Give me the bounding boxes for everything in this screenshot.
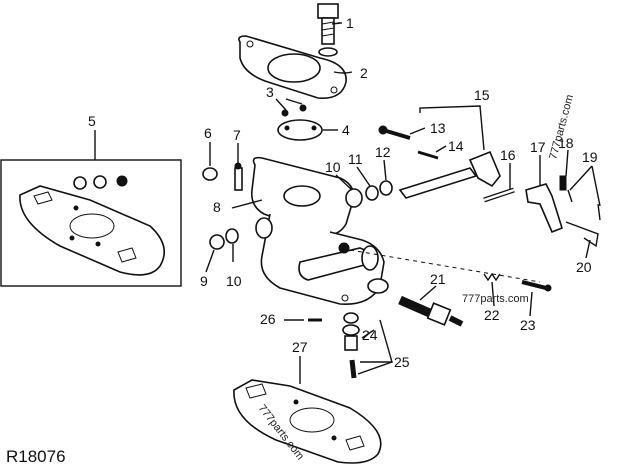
part-boxed-gasket: [0, 159, 182, 287]
part-needle-valve: [398, 295, 464, 327]
part-cover-screws: [277, 104, 323, 141]
part-lower-gasket: [233, 379, 382, 464]
callout-7: 7: [233, 127, 241, 143]
watermark-center: 777parts.com: [462, 293, 529, 305]
part-small-screws: [378, 125, 439, 160]
callout-3: 3: [266, 84, 274, 100]
part-pin: [483, 187, 515, 203]
callout-1: 1: [346, 15, 354, 31]
part-rod: [565, 221, 599, 248]
part-seal-stack: [345, 180, 393, 208]
diagram-code: R18076: [6, 447, 66, 466]
callout-23: 23: [520, 317, 536, 333]
part-upper-gasket: [238, 35, 347, 99]
callout-25: 25: [394, 354, 410, 370]
callout-6: 6: [204, 125, 212, 141]
leader-lines: [94, 22, 601, 384]
callout-13: 13: [430, 120, 446, 136]
callout-9: 9: [200, 273, 208, 289]
part-jets: [308, 312, 360, 379]
callout-8: 8: [213, 199, 221, 215]
part-carburetor-body: [250, 156, 389, 305]
callout-14: 14: [448, 138, 464, 154]
part-plug-and-screw: [202, 162, 243, 191]
callout-21: 21: [430, 271, 446, 287]
callout-20: 20: [576, 259, 592, 275]
part-lever: [525, 175, 601, 234]
part-throttle-shaft: [398, 105, 501, 199]
callout-11: 11: [348, 151, 363, 167]
callout-12: 12: [375, 144, 391, 160]
callout-17: 17: [530, 139, 546, 155]
callout-15: 15: [474, 87, 490, 103]
callout-19: 19: [582, 149, 598, 165]
callout-26: 26: [260, 311, 276, 327]
callout-labels: 1 2 3 4 5 6 7 8 9 10 10 11 12 13 14 15 1…: [88, 15, 598, 370]
callout-16: 16: [500, 147, 516, 163]
callout-22: 22: [484, 307, 500, 323]
callout-4: 4: [342, 122, 350, 138]
callout-18: 18: [558, 135, 574, 151]
callout-2: 2: [360, 65, 368, 81]
assembly-guide-line: [349, 249, 541, 283]
callout-10-right: 10: [325, 159, 341, 175]
callout-24: 24: [362, 327, 378, 343]
callout-5: 5: [88, 113, 96, 129]
part-springs-right: [483, 272, 552, 292]
part-plug-washer-left: [209, 228, 239, 250]
callout-27: 27: [292, 339, 308, 355]
part-bolt: [317, 3, 339, 57]
callout-10-left: 10: [226, 273, 242, 289]
